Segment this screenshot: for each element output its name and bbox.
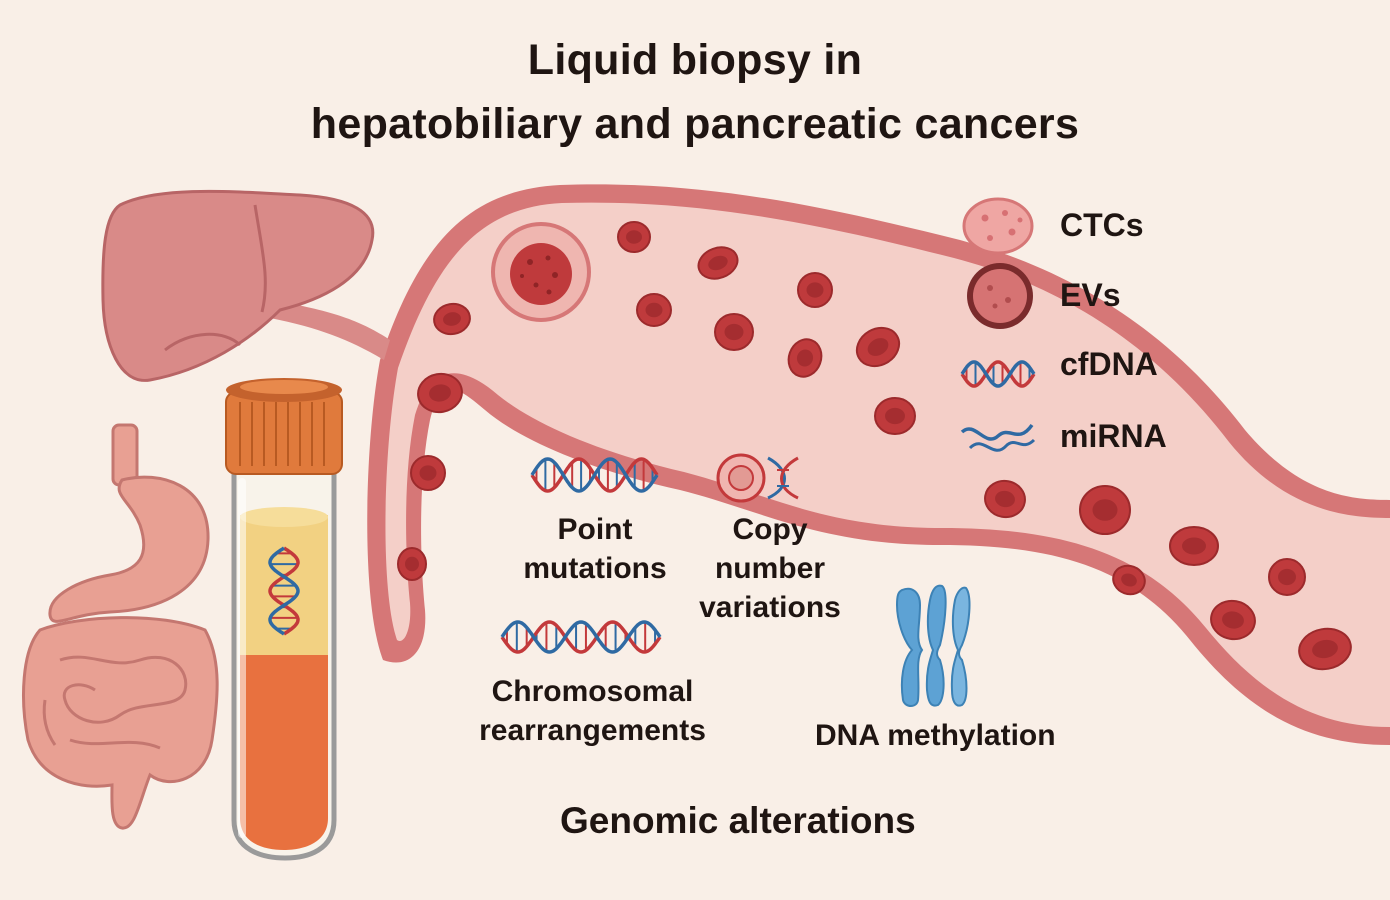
liver-illustration bbox=[101, 189, 375, 382]
ev-icon bbox=[967, 263, 1033, 329]
red-blood-cell bbox=[797, 272, 833, 308]
chromosomal-rearrangements-label: Chromosomal rearrangements bbox=[479, 675, 706, 747]
red-blood-cell bbox=[984, 479, 1026, 519]
hepatic-duct bbox=[270, 300, 390, 360]
point-mutation-icon bbox=[530, 457, 659, 493]
red-blood-cell bbox=[1112, 564, 1146, 596]
red-blood-cell bbox=[397, 547, 427, 581]
dna-methylation-label: DNA methylation bbox=[815, 719, 1056, 752]
blood-vessel bbox=[367, 184, 1390, 745]
page-title-line1: Liquid biopsy in bbox=[527, 36, 863, 84]
red-blood-cells bbox=[397, 221, 1352, 671]
chromosome-icon bbox=[895, 584, 971, 707]
page-title-line2: hepatobiliary and pancreatic cancers bbox=[310, 100, 1080, 148]
red-blood-cell bbox=[1268, 558, 1306, 596]
copy-number-label: Copy number variations bbox=[699, 513, 841, 624]
red-blood-cell bbox=[874, 397, 916, 435]
intestine-illustration bbox=[22, 616, 219, 830]
red-blood-cell bbox=[1298, 627, 1352, 671]
red-blood-cell bbox=[410, 455, 446, 491]
stomach-illustration bbox=[48, 423, 210, 623]
point-mutations-label: Point mutations bbox=[523, 513, 667, 585]
red-blood-cell bbox=[1079, 485, 1131, 535]
chromosomal-rearrangement-icon bbox=[500, 620, 662, 654]
copy-number-icon bbox=[716, 453, 799, 503]
tube-dna-icon bbox=[268, 546, 300, 636]
red-blood-cell bbox=[417, 372, 463, 414]
legend-label-mirna: miRNA bbox=[1060, 418, 1167, 454]
red-blood-cell bbox=[1169, 526, 1219, 566]
legend-label-ctcs: CTCs bbox=[1060, 207, 1144, 243]
ctc-icon bbox=[962, 197, 1034, 255]
red-blood-cell bbox=[1210, 599, 1256, 641]
red-blood-cell bbox=[714, 313, 754, 351]
red-blood-cell bbox=[433, 302, 471, 336]
blood-tube bbox=[225, 378, 343, 861]
red-blood-cell bbox=[855, 326, 901, 368]
red-blood-cell bbox=[787, 338, 823, 378]
genomic-alterations-heading: Genomic alterations bbox=[560, 800, 916, 841]
red-blood-cell bbox=[617, 221, 651, 253]
legend-label-evs: EVs bbox=[1060, 277, 1121, 313]
cfdna-icon bbox=[960, 360, 1036, 388]
circulating-tumor-cell bbox=[491, 222, 591, 322]
red-blood-cell bbox=[697, 246, 739, 280]
mirna-icon bbox=[960, 423, 1036, 452]
red-blood-cell bbox=[636, 293, 672, 327]
legend-label-cfdna: cfDNA bbox=[1060, 346, 1158, 382]
